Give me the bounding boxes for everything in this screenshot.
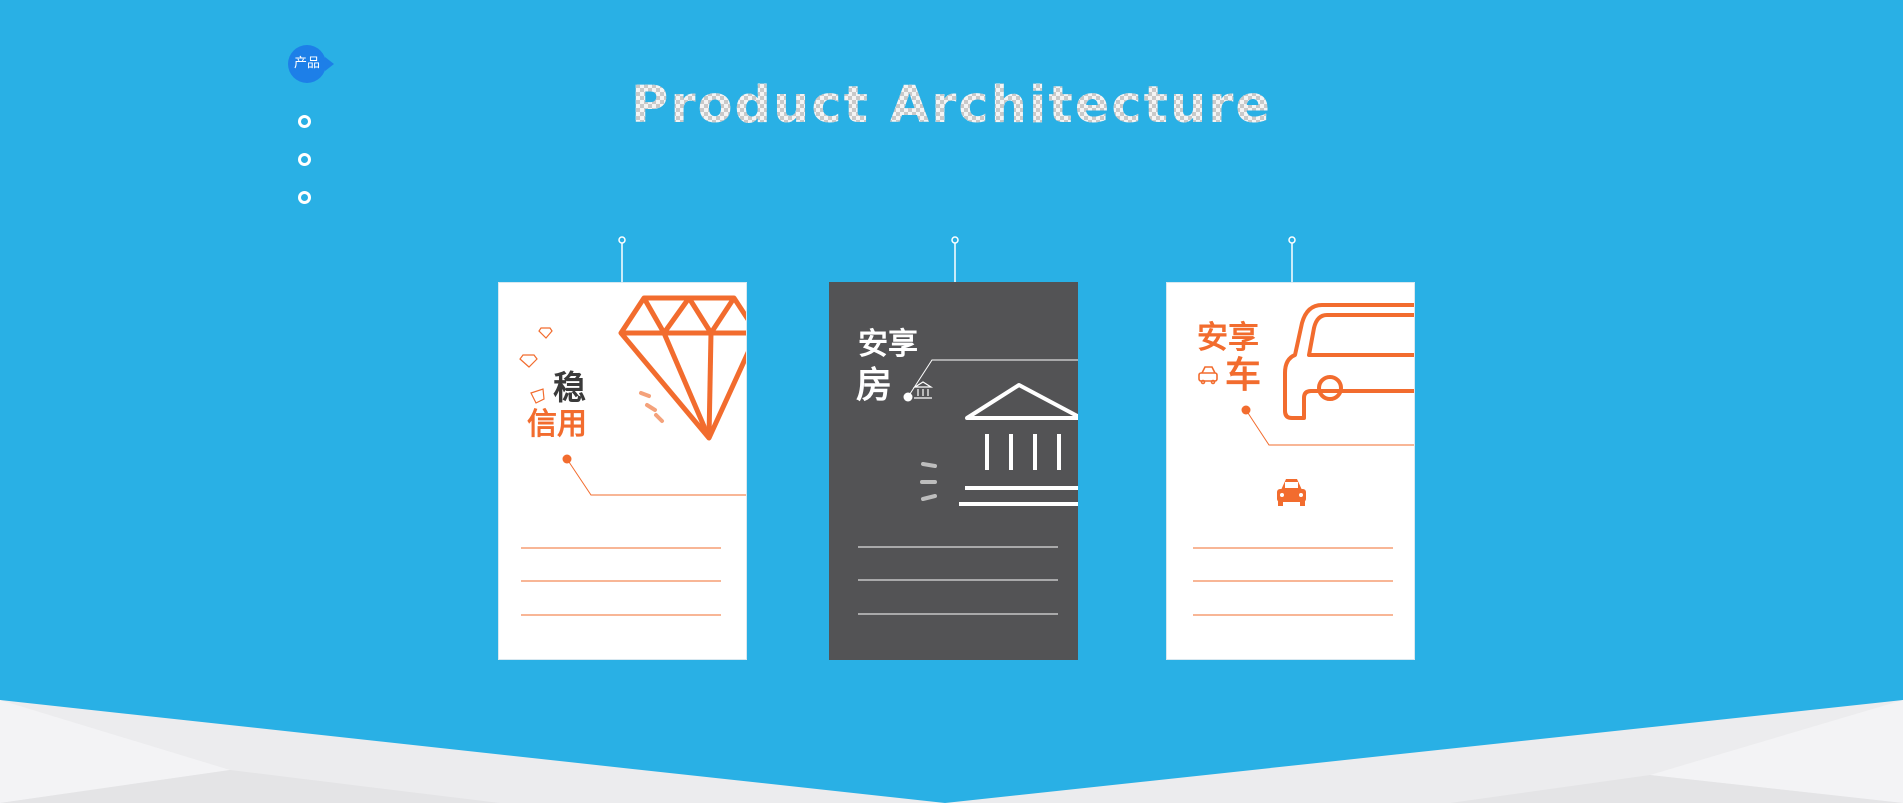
text-lines bbox=[858, 546, 1058, 615]
card-title-top: 安享 bbox=[1197, 320, 1259, 356]
car-icon bbox=[1283, 303, 1414, 420]
small-bank-icon bbox=[912, 381, 934, 399]
small-diamond-icons bbox=[519, 327, 553, 404]
diamond-icon bbox=[618, 295, 746, 441]
text-lines bbox=[1193, 547, 1393, 616]
car-button-icon bbox=[1277, 479, 1306, 506]
pointer-line bbox=[903, 359, 1078, 402]
card-hanger-2 bbox=[951, 236, 959, 284]
nav-dot-3[interactable] bbox=[298, 191, 311, 204]
nav-dot-2[interactable] bbox=[298, 153, 311, 166]
page-title: Product Architecture bbox=[0, 76, 1903, 135]
card-title-top: 稳 bbox=[553, 368, 586, 407]
product-card-car[interactable]: 安享 车 bbox=[1166, 282, 1415, 660]
card-title-bottom: 车 bbox=[1225, 355, 1262, 396]
card-hanger-1 bbox=[618, 236, 626, 284]
card-hanger-3 bbox=[1288, 236, 1296, 284]
card-title-bottom: 房 bbox=[856, 365, 893, 406]
bank-building-icon bbox=[959, 383, 1078, 506]
small-car-icon bbox=[1198, 366, 1218, 385]
card-title-bottom: 信用 bbox=[527, 407, 587, 442]
sparkle-marks bbox=[639, 391, 664, 423]
product-card-house[interactable]: 安享 房 bbox=[829, 282, 1078, 660]
product-card-credit[interactable]: 稳 信用 bbox=[498, 282, 747, 660]
card-title-top: 安享 bbox=[858, 327, 918, 362]
pointer-line bbox=[562, 454, 746, 496]
pointer-line bbox=[1241, 405, 1414, 446]
sparkle-marks bbox=[920, 462, 937, 501]
text-lines bbox=[521, 547, 721, 616]
